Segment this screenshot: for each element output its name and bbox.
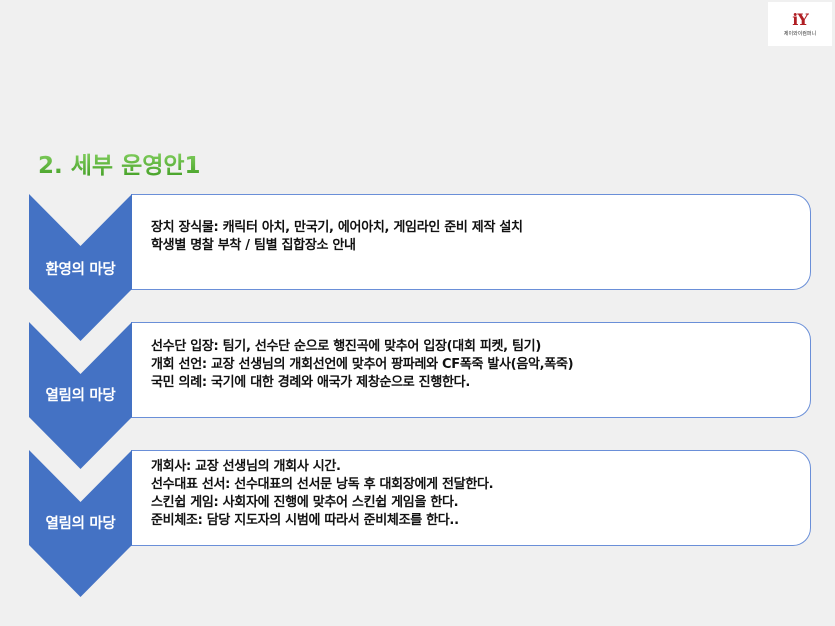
section-1-label: 환영의 마당 xyxy=(45,262,116,278)
section-3-label: 열림의 마당 xyxy=(45,516,116,532)
section-1-line-2: 학생별 명찰 부착 / 팀별 집합장소 안내 xyxy=(151,238,356,253)
chevron-section-1: 환영의 마당 xyxy=(29,194,132,341)
section-card-3: 개회사: 교장 선생님의 개회사 시간. 선수대표 선서: 선수대표의 선서문 … xyxy=(131,450,811,546)
section-2-label: 열림의 마당 xyxy=(45,388,116,404)
chevron-section-3: 열림의 마당 xyxy=(29,450,132,597)
section-3-line-4: 준비체조: 담당 지도자의 시범에 따라서 준비체조를 한다.. xyxy=(151,513,459,528)
section-3-line-2: 선수대표 선서: 선수대표의 선서문 낭독 후 대회장에게 전달한다. xyxy=(151,477,494,492)
chevron-shape-icon xyxy=(29,450,132,597)
chevron-shape-icon xyxy=(29,194,132,341)
chevron-shape-icon xyxy=(29,322,132,469)
company-logo: iY 제이와이컴퍼니 xyxy=(768,2,832,46)
section-2-line-3: 국민 의례: 국기에 대한 경례와 애국가 제창순으로 진행한다. xyxy=(151,375,470,390)
section-3-line-1: 개회사: 교장 선생님의 개회사 시간. xyxy=(151,459,341,474)
logo-text: 제이와이컴퍼니 xyxy=(783,30,817,37)
chevron-section-2: 열림의 마당 xyxy=(29,322,132,469)
section-card-2: 선수단 입장: 팀기, 선수단 순으로 행진곡에 맞추어 입장(대회 피켓, 팀… xyxy=(131,322,811,418)
section-2-line-2: 개회 선언: 교장 선생님의 개회선언에 맞추어 팡파레와 CF폭죽 발사(음악… xyxy=(151,357,574,372)
section-card-1: 장치 장식물: 캐릭터 아치, 만국기, 에어아치, 게임라인 준비 제작 설치… xyxy=(131,194,811,290)
section-3-line-3: 스킨쉽 게임: 사회자에 진행에 맞추어 스킨쉽 게임을 한다. xyxy=(151,495,459,510)
logo-mark: iY xyxy=(792,9,808,29)
section-2-line-1: 선수단 입장: 팀기, 선수단 순으로 행진곡에 맞추어 입장(대회 피켓, 팀… xyxy=(151,339,541,354)
page-title: 2. 세부 운영안1 xyxy=(38,146,201,180)
section-1-line-1: 장치 장식물: 캐릭터 아치, 만국기, 에어아치, 게임라인 준비 제작 설치 xyxy=(151,220,523,235)
